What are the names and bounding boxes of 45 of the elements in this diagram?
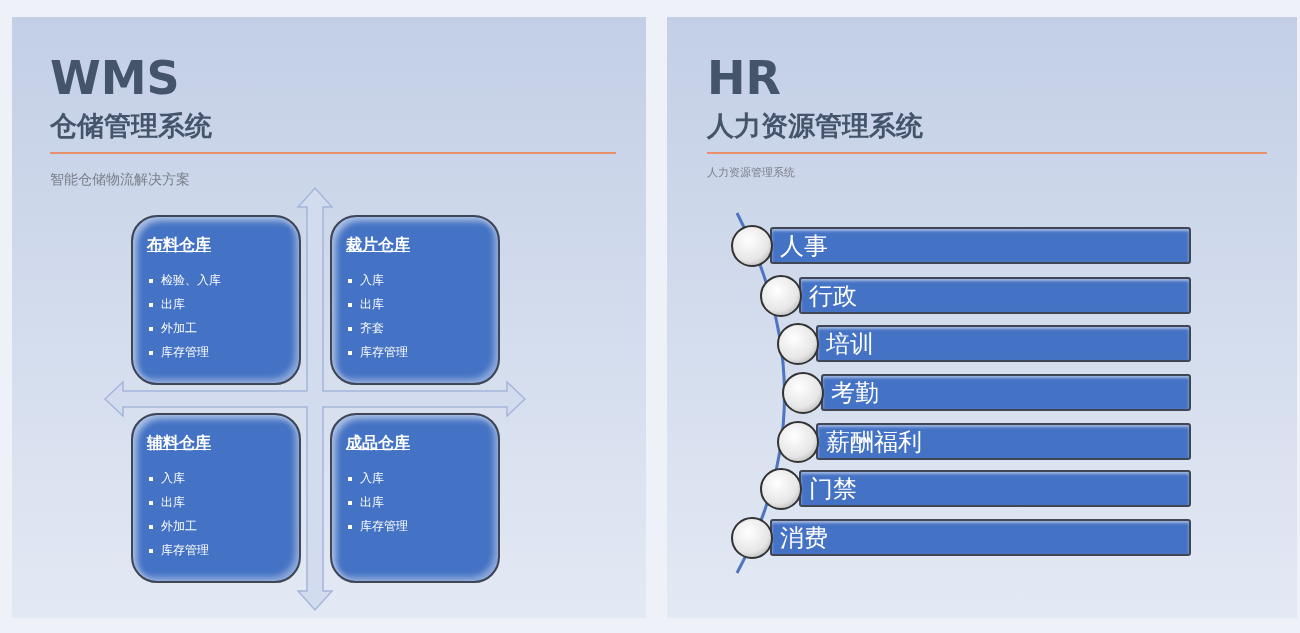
bullet-item: 库存管理 [360,345,408,360]
card-heading: 布料仓库 [147,235,211,256]
panel-title: HR [707,55,781,101]
category-bar [821,374,1191,411]
panel-title: WMS [50,55,180,101]
panel-subtitle: 人力资源管理系统 [707,112,923,139]
category-bar [770,519,1191,556]
panel-tagline: 人力资源管理系统 [707,167,795,178]
bullet-item: 库存管理 [161,543,209,558]
category-bar [770,227,1191,264]
warehouse-card [131,215,301,385]
bullet-item: 齐套 [360,321,384,336]
card-heading: 辅料仓库 [147,433,211,454]
warehouse-card [330,215,500,385]
bullet-item: 出库 [360,297,384,312]
bullet-item: 检验、入库 [161,273,221,288]
bullet-item: 出库 [161,495,185,510]
bullet-item: 出库 [161,297,185,312]
bullet-item: 库存管理 [360,519,408,534]
bar-label: 门禁 [809,474,857,504]
category-bar [799,277,1191,314]
bar-label: 培训 [826,329,874,359]
category-bar [816,423,1191,460]
panel [667,17,1297,618]
bullet-item: 入库 [360,471,384,486]
bullet-item: 库存管理 [161,345,209,360]
warehouse-card [330,413,500,583]
panel-subtitle: 仓储管理系统 [50,112,212,139]
panel [12,17,646,618]
bullet-item: 外加工 [161,519,197,534]
bar-label: 消费 [780,523,828,553]
category-bar [799,470,1191,507]
bullet-item: 外加工 [161,321,197,336]
card-heading: 裁片仓库 [346,235,410,256]
bullet-item: 入库 [161,471,185,486]
panel-tagline: 智能仓储物流解决方案 [50,172,190,186]
bullet-item: 出库 [360,495,384,510]
bar-label: 人事 [780,231,828,261]
category-bar [816,325,1191,362]
bar-label: 考勤 [831,378,879,408]
bar-label: 薪酬福利 [826,427,922,457]
card-heading: 成品仓库 [346,433,410,454]
bar-label: 行政 [809,281,857,311]
bullet-item: 入库 [360,273,384,288]
warehouse-card [131,413,301,583]
